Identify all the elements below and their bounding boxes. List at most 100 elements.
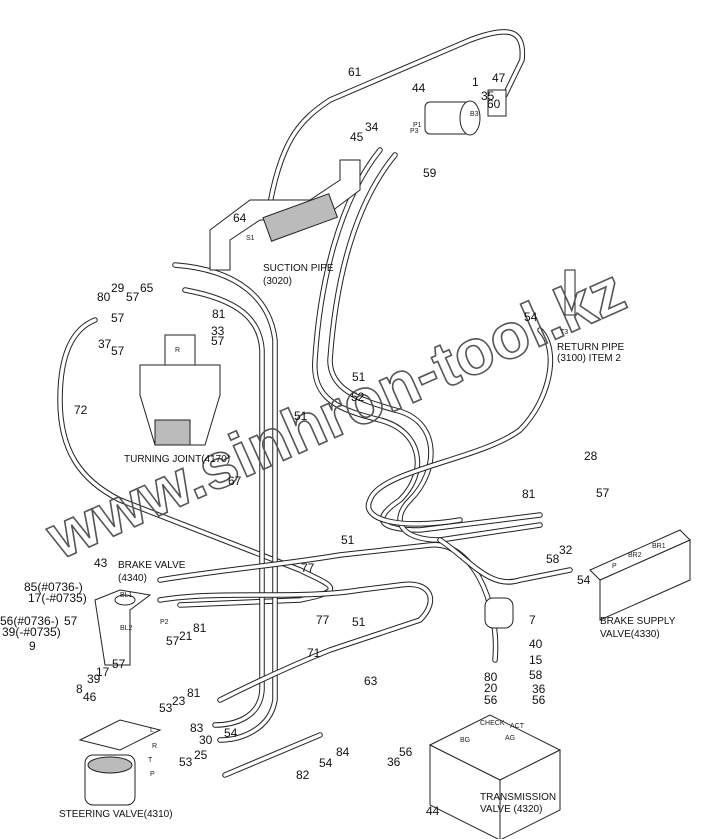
pipe-line [265,29,526,218]
port-label: P [612,563,617,570]
caption-brake-valve-code: (4340) [118,573,147,584]
callout-number: 52 [351,390,365,404]
caption-brake-valve: BRAKE VALVE [118,560,186,571]
turning-joint-base [154,419,191,446]
callout-number: 81 [193,621,207,635]
callout-number: 60 [487,97,501,111]
callout-number: 56 [399,745,413,759]
components [78,89,691,839]
port-label: R [175,347,180,354]
callout-number: 56(#0736-) [0,614,59,628]
pump-flange [459,100,481,136]
pipe-line-inner [266,30,525,217]
accumulator [484,597,514,629]
callout-number: 29 [111,281,125,295]
callout-number: 77 [301,561,315,575]
callout-number: 51 [352,615,366,629]
callout-number: 51 [294,409,308,423]
port-label: BR1 [652,543,666,550]
callout-number: 71 [307,646,321,660]
pipe-line-inner [183,288,264,727]
brake-valve-body [94,589,152,666]
callout-number: 81 [212,307,226,321]
caption-suction-pipe: SUCTION PIPE [263,263,334,274]
callout-number: 57 [112,657,126,671]
callout-number: 46 [83,690,97,704]
callout-number: 85(#0736-) [24,580,83,594]
callout-number: 57 [111,344,125,358]
callout-number: 53 [179,755,193,769]
pipe-line-inner [328,153,542,542]
callout-number: 37 [98,337,112,351]
callout-number: 28 [584,449,598,463]
caption-brake-supply-valve-code: VALVE(4330) [600,629,660,640]
port-label: P3 [410,128,419,135]
callout-number: 15 [529,653,543,667]
brake-valve-port [114,594,136,606]
callout-number: 56 [484,693,498,707]
callout-number: 72 [74,403,88,417]
caption-suction-pipe-code: (3020) [263,276,292,287]
steering-bracket [78,719,162,751]
caption-return-pipe-code: (3100) ITEM 2 [557,353,621,364]
callout-number: 21 [179,629,193,643]
steering-valve-top [87,756,133,774]
callout-number: 59 [423,166,437,180]
captions: SUCTION PIPE (3020) TURNING JOINT(4170) … [59,263,676,820]
callout-number: 54 [224,726,238,740]
callout-number: 57 [111,311,125,325]
port-label: S1 [246,235,255,242]
port-label: P2 [160,619,169,626]
callout-number: 61 [348,65,362,79]
pipe-line-inner [438,538,572,584]
callout-number: 47 [492,71,506,85]
callout-number: 57 [211,334,225,348]
caption-transmission-valve-code: VALVE (4320) [480,804,542,815]
pipe-line-inner [158,582,432,702]
port-label: BG [460,737,470,744]
callout-number: 81 [522,487,536,501]
callout-number: 30 [199,733,213,747]
callout-number: 54 [319,756,333,770]
port-label: T [148,757,153,764]
callout-number: 45 [350,130,364,144]
callout-number: 17(-#0735) [28,591,87,605]
callout-number: 80 [97,290,111,304]
port-label: B3 [470,111,479,118]
callout-number: 63 [364,674,378,688]
callout-number: 39 [87,672,101,686]
callout-number: 1 [472,75,479,89]
port-label: T3 [560,329,568,336]
pipe-line-inner [223,733,322,777]
port-label: P1 [413,122,422,129]
callout-number: 20 [484,681,498,695]
callout-number: 25 [194,748,208,762]
callout-number: 23 [172,694,186,708]
port-label: ACT [510,723,525,730]
callout-number: 43 [94,556,108,570]
callout-number: 67 [228,474,242,488]
pipe-line-inner [313,148,542,532]
pipe-line-inner [366,328,553,526]
caption-steering-valve: STEERING VALVE(4310) [59,809,173,820]
caption-return-pipe: RETURN PIPE [557,342,625,353]
port-label: CHECK [480,720,505,727]
callout-number: 33 [211,324,225,338]
callout-number: 58 [546,552,560,566]
callout-number: 54 [577,573,591,587]
pipe-line-inner [173,263,277,742]
port-label: BL1 [120,592,133,599]
callout-number: 65 [140,281,154,295]
callout-number: 57 [596,486,610,500]
port-label: L [150,727,154,734]
callout-number: 51 [352,370,366,384]
callout-number: 32 [559,543,573,557]
callout-number: 7 [529,613,536,627]
caption-transmission-valve: TRANSMISSION [480,792,556,803]
callout-number: 34 [365,120,379,134]
callout-number: 36 [532,682,546,696]
